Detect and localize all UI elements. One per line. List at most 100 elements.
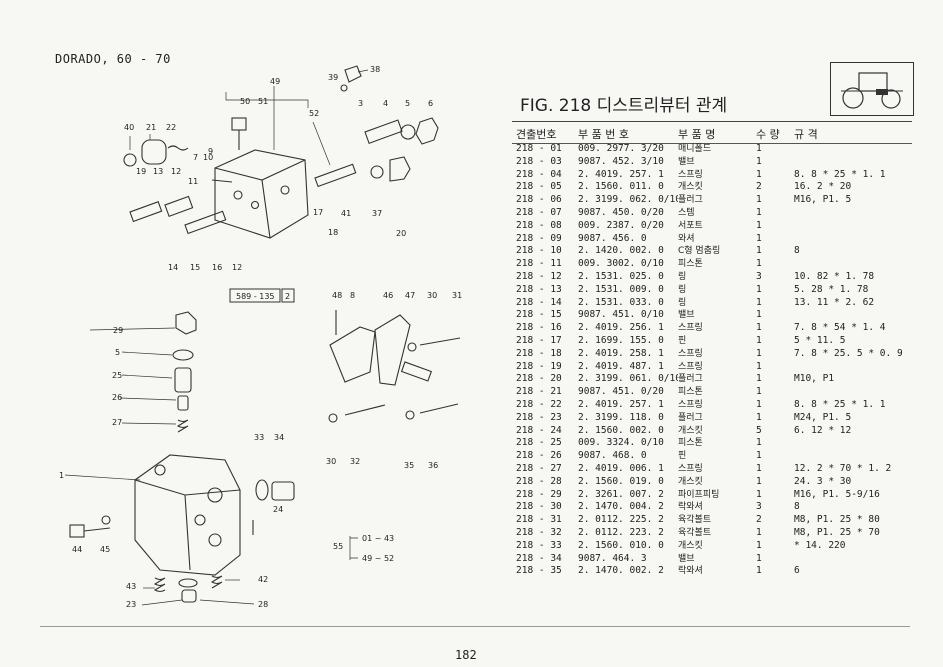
cell-spec: * 14. 220 [794, 539, 846, 551]
cell-spec: 16. 2 * 20 [794, 181, 852, 193]
cell-part-name: 개스킷 [678, 476, 703, 487]
cell-ref: 218 - 06 [516, 194, 562, 206]
callout-number: 17 [313, 208, 323, 217]
cell-quantity: 1 [756, 155, 762, 167]
cell-part-name: 스프링 [678, 169, 703, 180]
callout-number: 40 [124, 123, 134, 132]
figure-title: FIG. 218 디스트리뷰터 관계 [520, 96, 728, 116]
cell-quantity: 1 [756, 334, 762, 346]
callout-number: 48 [332, 291, 342, 300]
cell-ref: 218 - 05 [516, 181, 562, 193]
range-bracket: 55 01 ~ 43 49 ~ 52 [333, 534, 394, 563]
cell-spec: 24. 3 * 30 [794, 475, 852, 487]
cell-part-number: 2. 4019. 258. 1 [578, 347, 664, 359]
cell-ref: 218 - 13 [516, 283, 562, 295]
cell-part-number: 009. 3002. 0/10 [578, 258, 664, 270]
callout-number: 13 [153, 167, 163, 176]
cell-quantity: 1 [756, 168, 762, 180]
callout-number: 12 [171, 167, 181, 176]
cell-part-number: 009. 2387. 0/20 [578, 219, 664, 231]
cell-ref: 218 - 04 [516, 168, 562, 180]
callout-number: 43 [126, 582, 136, 591]
cell-ref: 218 - 35 [516, 565, 562, 577]
cell-part-name: 밸브 [678, 310, 695, 321]
cell-part-number: 9087. 468. 0 [578, 450, 647, 462]
cell-ref: 218 - 21 [516, 386, 562, 398]
cell-part-number: 009. 2977. 3/20 [578, 143, 664, 154]
cell-part-name: 링 [678, 271, 687, 282]
cell-ref: 218 - 12 [516, 270, 562, 282]
cell-part-name: 핀 [678, 335, 687, 346]
cell-quantity: 3 [756, 270, 762, 282]
col-header-part-number: 부 품 번 호 [578, 127, 629, 141]
cell-spec [794, 143, 916, 156]
cell-part-name: 플러그 [678, 412, 703, 423]
cell-quantity: 1 [756, 232, 762, 244]
range-b: 49 ~ 52 [362, 554, 394, 563]
cell-part-name: 밸브 [678, 553, 695, 564]
cell-part-number: 9087. 451. 0/20 [578, 386, 664, 398]
cell-quantity: 1 [756, 360, 762, 372]
cell-spec: 12. 2 * 70 * 1. 2 [794, 462, 892, 474]
callout-number: 38 [370, 65, 380, 74]
cell-quantity: 1 [756, 475, 762, 487]
bolts-middle [328, 403, 459, 423]
upper-small-bolts [211, 117, 247, 183]
cell-part-number: 9087. 451. 0/10 [578, 309, 664, 321]
callout-number: 18 [328, 228, 338, 237]
leader-lines [64, 69, 369, 606]
range-a: 01 ~ 43 [362, 534, 394, 543]
cell-part-name: 링 [678, 284, 687, 295]
callout-number: 8 [350, 291, 355, 300]
callout-number: 15 [190, 263, 200, 272]
col-header-ref: 견출번호 [516, 127, 557, 141]
cell-ref: 218 - 03 [516, 155, 562, 167]
cell-ref: 218 - 10 [516, 245, 562, 257]
cell-quantity: 1 [756, 411, 762, 423]
valve-spool-left [123, 139, 227, 235]
cell-quantity: 1 [756, 143, 762, 154]
cell-ref: 218 - 28 [516, 475, 562, 487]
cell-quantity: 1 [756, 219, 762, 231]
cell-part-number: 009. 3324. 0/10 [578, 437, 664, 449]
col-header-part-name: 부 품 명 [678, 127, 716, 141]
cell-part-name: 링 [678, 297, 687, 308]
cell-part-number: 9087. 464. 3 [578, 552, 647, 564]
callout-number: 50 [240, 97, 250, 106]
cell-quantity: 1 [756, 450, 762, 462]
callout-number: 16 [212, 263, 222, 272]
callout-number: 35 [404, 461, 414, 470]
callout-number: 22 [166, 123, 176, 132]
cell-part-name: 개스킷 [678, 540, 703, 551]
cell-spec [794, 258, 916, 271]
cell-spec: 7. 8 * 54 * 1. 4 [794, 322, 886, 334]
callout-number: 45 [100, 545, 110, 554]
cell-part-number: 2. 4019. 256. 1 [578, 322, 664, 334]
cell-quantity: 1 [756, 437, 762, 449]
cell-part-number: 2. 3199. 118. 0 [578, 411, 664, 423]
ref-box: 589 - 135 2 [229, 288, 295, 303]
linkage-parts [329, 310, 461, 386]
cell-part-name: 락와셔 [678, 502, 703, 513]
cell-spec: M16, P1. 5 [794, 194, 852, 206]
cell-part-number: 2. 1560. 019. 0 [578, 475, 664, 487]
col-header-spec: 규 격 [794, 127, 818, 141]
cell-ref: 218 - 31 [516, 514, 562, 526]
cell-quantity: 1 [756, 309, 762, 321]
cell-quantity: 1 [756, 552, 762, 564]
cell-ref: 218 - 07 [516, 206, 562, 218]
page-number: 182 [455, 648, 477, 662]
cell-part-number: 2. 1560. 002. 0 [578, 424, 664, 436]
cell-part-name: 스프링 [678, 323, 703, 334]
ref-box-label: 589 - 135 [236, 292, 275, 301]
cell-spec [794, 309, 916, 322]
